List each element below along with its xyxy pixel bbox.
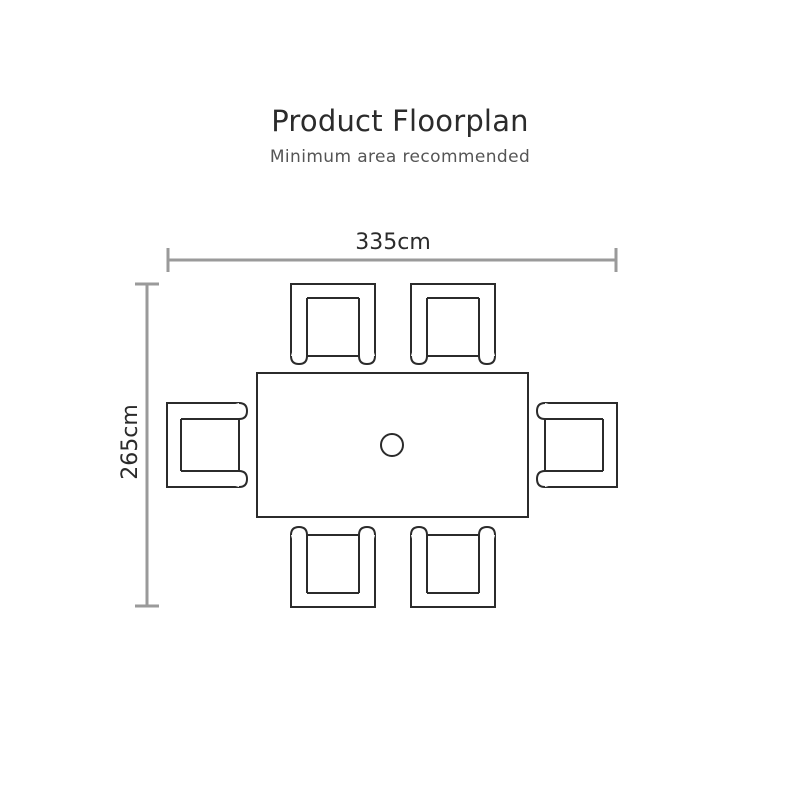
width-dimension [166, 248, 618, 272]
page-subtitle: Minimum area recommended [269, 147, 531, 167]
depth-dimension [135, 282, 159, 608]
chair-top-left [290, 283, 376, 365]
depth-label: 265cm [118, 404, 143, 480]
chair-bottom-left [290, 526, 376, 608]
chair-bottom-right [410, 526, 496, 608]
chair-top-right [410, 283, 496, 365]
width-label: 335cm [355, 230, 431, 255]
page-title: Product Floorplan [271, 104, 529, 138]
chair-left-end [166, 402, 248, 488]
chair-right-end [536, 402, 618, 488]
parasol-hole [380, 433, 404, 457]
